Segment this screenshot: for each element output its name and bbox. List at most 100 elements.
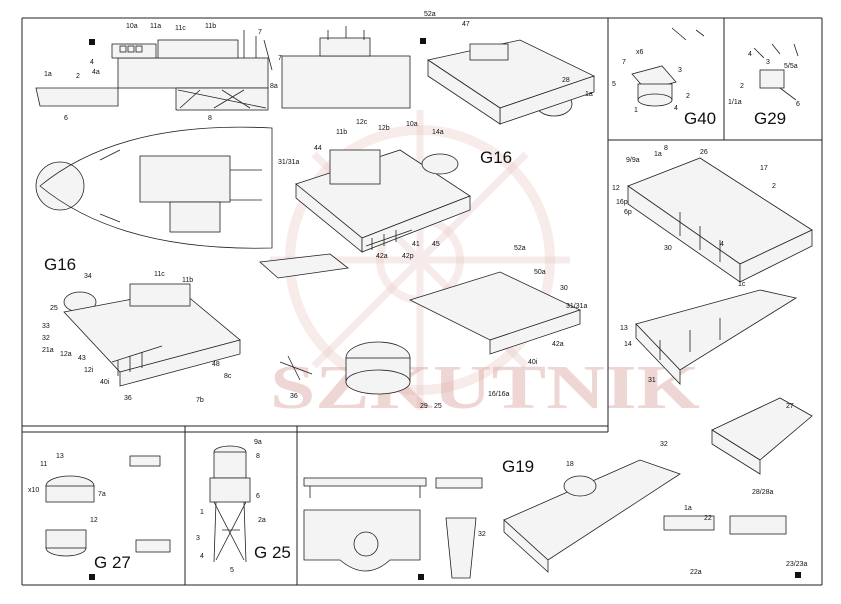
part-number-label: 2a: [258, 517, 266, 524]
part-number-label: 16p: [616, 199, 628, 206]
g16-top-title: G16: [480, 148, 512, 167]
ship-end-view: [281, 26, 411, 109]
part-number-label: 7a: [98, 491, 106, 498]
part-number-label: 4: [674, 105, 678, 112]
g40-title: G40: [684, 109, 716, 128]
g29-labels: 4 3 2 1/1a 6 5/5a: [728, 51, 800, 108]
part-number-label: 11c: [175, 25, 186, 32]
part-number-label: 31/31a: [278, 159, 300, 166]
part-number-label: 13: [620, 325, 628, 332]
part-number-label: 4: [200, 553, 204, 560]
part-number-label: 14: [624, 341, 632, 348]
part-number-label: 1a: [684, 505, 692, 512]
part-number-label: 22a: [690, 569, 702, 576]
part-number-label: 26: [700, 149, 708, 156]
g19-assembly: [303, 459, 787, 579]
right-stern-assembly: [711, 397, 813, 475]
part-number-label: 11b: [182, 277, 193, 284]
part-number-label: 4: [90, 59, 94, 66]
upper-assembly-iso: [426, 39, 596, 125]
part-number-label: 42a: [552, 341, 564, 348]
part-number-label: 1a: [44, 71, 52, 78]
part-number-label: 1/1a: [728, 99, 742, 106]
g19-labels: 18 32 32 22 22a 1a 23/23a: [478, 441, 808, 576]
part-number-label: 13: [56, 453, 64, 460]
g16-lower-left-labels: 34 25 33 32 21a 12a 43 12i 40i 36 7b 8c …: [42, 271, 232, 404]
part-number-label: 28/28a: [752, 489, 774, 496]
part-number-label: 4: [748, 51, 752, 58]
part-number-label: 7b: [196, 397, 204, 404]
part-number-label: 17: [760, 165, 768, 172]
part-number-label: 8: [664, 145, 668, 152]
part-number-label: 1: [200, 509, 204, 516]
ship-plan-view: [35, 126, 273, 249]
right-stern-labels: 27 28/28a: [752, 403, 794, 496]
right-hull-assembly-upper: [627, 157, 813, 283]
part-number-label: 6: [64, 115, 68, 122]
part-number-label: 3: [678, 67, 682, 74]
center-subassemblies: [259, 253, 582, 395]
right-hull-upper-labels: 9/9a 1a 8 26 17 2 12 16p 6p 30 4: [612, 145, 776, 252]
part-number-label: 6p: [624, 209, 632, 216]
part-number-label: 30: [560, 285, 568, 292]
g25-assembly: [209, 445, 251, 563]
part-number-label: 11b: [205, 23, 216, 30]
part-number-label: 9/9a: [626, 157, 640, 164]
part-number-label: 11a: [150, 23, 161, 30]
part-number-label: 36: [290, 393, 298, 400]
part-number-label: 2: [740, 83, 744, 90]
part-number-label: 2: [686, 93, 690, 100]
part-number-label: 4a: [92, 69, 100, 76]
part-number-label: 3: [196, 535, 200, 542]
g29-title: G29: [754, 109, 786, 128]
part-number-label: 32: [42, 335, 50, 342]
part-number-label: 16/16a: [488, 391, 510, 398]
part-number-label: 6: [256, 493, 260, 500]
part-number-label: 10a: [406, 121, 418, 128]
part-number-label: 3: [766, 59, 770, 66]
right-hull-assembly-lower: [635, 289, 798, 385]
part-number-label: 11b: [336, 129, 347, 136]
part-number-label: x10: [28, 487, 39, 494]
part-number-label: 1c: [738, 281, 746, 288]
part-number-label: 5/5a: [784, 63, 798, 70]
part-number-label: 28: [562, 77, 570, 84]
g27-title: G 27: [94, 553, 131, 572]
part-number-label: 25: [50, 305, 58, 312]
part-number-label: 12i: [84, 367, 94, 374]
part-number-label: 31: [648, 377, 656, 384]
part-number-label: 29: [420, 403, 428, 410]
part-number-label: 7: [258, 29, 262, 36]
part-number-label: 42a: [376, 253, 388, 260]
g29-assembly: [753, 43, 799, 101]
g19-title: G19: [502, 457, 534, 476]
part-number-label: 30: [664, 245, 672, 252]
part-number-label: 18: [566, 461, 574, 468]
part-number-label: 22: [704, 515, 712, 522]
g25-title: G 25: [254, 543, 291, 562]
part-number-label: 8c: [224, 373, 232, 380]
g16-lower-left-assembly: [63, 283, 241, 387]
part-number-label: 47: [462, 21, 470, 28]
part-number-label: 40i: [100, 379, 110, 386]
part-number-label: 12: [612, 185, 620, 192]
part-number-label: 32: [478, 531, 486, 538]
part-number-label: 8: [256, 453, 260, 460]
part-number-label: 52a: [514, 245, 526, 252]
part-number-label: 25: [434, 403, 442, 410]
g27-assembly: [45, 455, 171, 557]
part-number-label: 8a: [270, 83, 278, 90]
part-number-label: 36: [124, 395, 132, 402]
part-number-label: 41: [412, 241, 420, 248]
part-number-label: 1a: [585, 91, 593, 98]
part-number-label: 32: [660, 441, 668, 448]
part-number-label: 1a: [654, 151, 662, 158]
part-number-label: 27: [786, 403, 794, 410]
right-hull-lower-labels: 1c 13 14 31: [620, 281, 746, 384]
g16-main-assembly: [295, 149, 471, 253]
part-number-label: 34: [84, 273, 92, 280]
center-subassembly-labels: 36 29 25 30 31/31a 50a 52a 42a 40i 16/16…: [290, 245, 588, 410]
part-number-label: 8: [208, 115, 212, 122]
part-number-label: 40i: [528, 359, 538, 366]
upper-assembly-labels: 52a 47 28 1a: [424, 11, 593, 98]
